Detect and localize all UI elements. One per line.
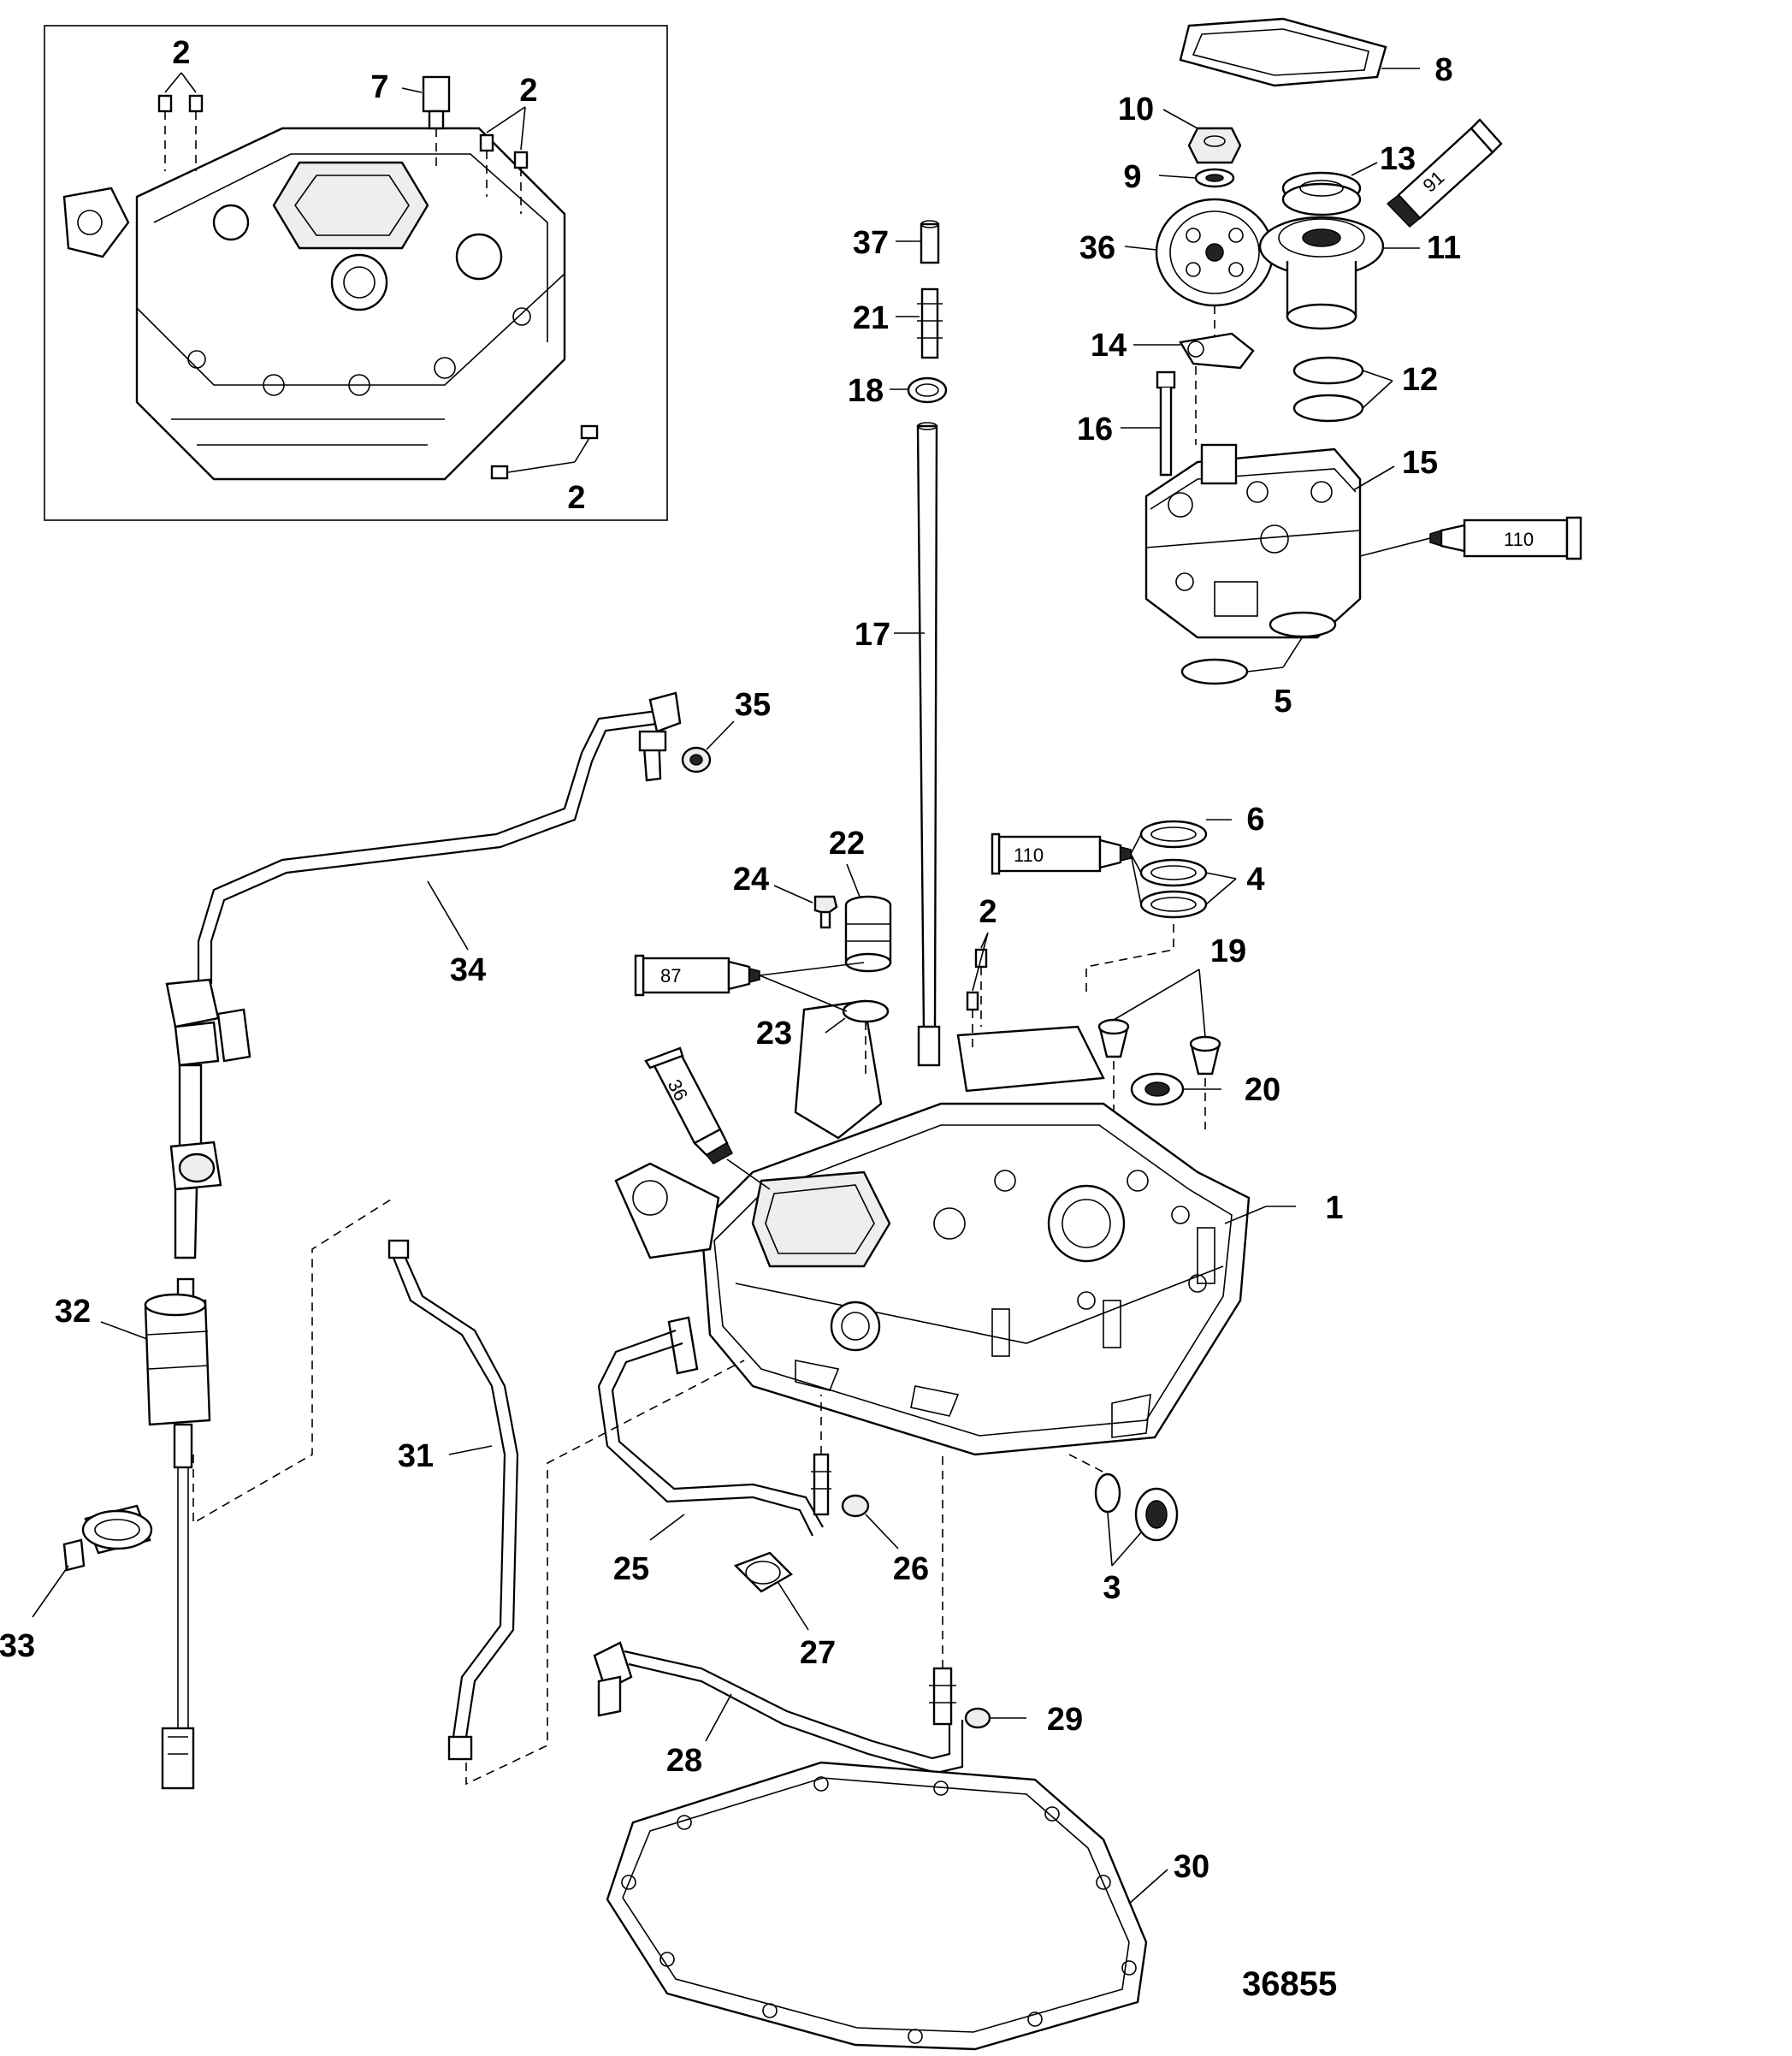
tube-110-pump-drawing: 110 <box>1429 516 1582 560</box>
callout-21: 21 <box>853 300 889 336</box>
callout-19: 19 <box>1210 933 1246 969</box>
callout-16: 16 <box>1077 412 1113 447</box>
callout-4: 4 <box>1246 862 1264 898</box>
tube-label-87: 87 <box>660 965 681 987</box>
dowels-2-center-drawing <box>966 948 988 1052</box>
callout-18: 18 <box>848 373 884 409</box>
callout-6: 6 <box>1246 802 1264 838</box>
seal-6-drawing <box>1139 820 1208 849</box>
inset-view <box>44 25 668 521</box>
o-ring-23-drawing <box>842 999 890 1023</box>
tube-label-110-seal: 110 <box>1014 844 1044 866</box>
housing-1-drawing <box>614 999 1251 1456</box>
fitting-21-drawing <box>917 287 943 359</box>
callout-2-center: 2 <box>979 894 997 930</box>
clamp-33-drawing <box>62 1504 153 1572</box>
callout-23: 23 <box>756 1016 792 1052</box>
callout-15: 15 <box>1402 445 1438 481</box>
callout-12: 12 <box>1402 362 1438 398</box>
hose-25-drawing <box>597 1316 824 1537</box>
bolt-24-drawing <box>813 895 838 929</box>
callout-13: 13 <box>1380 141 1416 177</box>
fuel-connector-drawing <box>165 978 251 1259</box>
hose-28-drawing <box>593 1641 964 1775</box>
callout-31: 31 <box>398 1438 434 1474</box>
callout-34: 34 <box>450 952 486 988</box>
callout-32: 32 <box>55 1294 91 1330</box>
sprocket-36-drawing <box>1155 198 1275 307</box>
callout-36: 36 <box>1079 230 1115 266</box>
callout-11: 11 <box>1427 230 1461 266</box>
grommets-19-drawing <box>1097 1018 1221 1075</box>
inset-dowel-pins <box>157 94 599 480</box>
callout-1: 1 <box>1325 1190 1343 1226</box>
tube-label-110-pump: 110 <box>1504 529 1534 550</box>
callout-24: 24 <box>733 862 769 898</box>
hose-31-drawing <box>387 1239 519 1761</box>
tube-36-drawing: 36 <box>644 1046 733 1164</box>
callout-9: 9 <box>1123 159 1141 195</box>
seals-4-drawing <box>1139 858 1208 919</box>
callout-20: 20 <box>1245 1072 1280 1108</box>
callout-2-inset-bottom: 2 <box>567 480 585 516</box>
tube-110-seal-drawing: 110 <box>991 832 1132 875</box>
figure-number: 36855 <box>1242 1965 1337 2003</box>
gasket-30-drawing <box>606 1761 1148 2051</box>
inset-frame <box>44 25 668 521</box>
fitting-35-drawing <box>681 746 712 773</box>
callout-7: 7 <box>370 69 388 105</box>
callout-37: 37 <box>853 225 889 261</box>
callout-29: 29 <box>1047 1702 1083 1738</box>
callout-3: 3 <box>1103 1570 1121 1606</box>
callout-26: 26 <box>893 1551 929 1587</box>
clip-27-drawing <box>733 1551 793 1593</box>
seal-13-drawing <box>1281 171 1362 216</box>
tube-87-drawing: 87 <box>634 954 760 997</box>
callout-8: 8 <box>1434 52 1452 88</box>
seal-3-drawing <box>1094 1472 1179 1542</box>
fitting-22-drawing <box>844 895 892 973</box>
callout-35: 35 <box>735 687 771 723</box>
seal-20-drawing <box>1130 1072 1185 1106</box>
nut-10-drawing <box>1187 127 1242 164</box>
tube-91-drawing: 91 <box>1386 118 1503 228</box>
washer-9-drawing <box>1194 168 1235 188</box>
belt-8-drawing <box>1179 17 1387 87</box>
fitting-26-drawing <box>811 1453 870 1518</box>
tube-17-drawing <box>916 422 941 1067</box>
callout-30: 30 <box>1174 1849 1209 1885</box>
o-rings-12-drawing <box>1292 356 1364 423</box>
fuel-pump-32-drawing <box>144 1277 211 1790</box>
inset-housing-drawing <box>62 127 566 481</box>
oil-pump-15-drawing <box>1144 443 1362 639</box>
callout-33: 33 <box>0 1628 35 1664</box>
callout-27: 27 <box>800 1635 836 1671</box>
callout-2-inset-left: 2 <box>172 35 190 71</box>
callout-17: 17 <box>855 617 890 653</box>
callout-25: 25 <box>613 1551 649 1587</box>
cap-29-drawing <box>964 1707 991 1729</box>
callout-14: 14 <box>1091 328 1127 364</box>
bolt-16-drawing <box>1156 370 1176 477</box>
clamp-18-drawing <box>907 376 948 404</box>
callout-2-inset-right: 2 <box>519 73 537 109</box>
fuel-line-34-drawing <box>197 691 682 984</box>
drive-gear-11-drawing <box>1258 216 1385 330</box>
callout-5: 5 <box>1274 684 1292 720</box>
fitting-37-drawing <box>920 220 940 264</box>
inset-fitting-7 <box>422 75 451 171</box>
callout-10: 10 <box>1118 92 1154 127</box>
callout-22: 22 <box>829 826 865 862</box>
lever-14-drawing <box>1179 332 1255 445</box>
callout-28: 28 <box>666 1743 702 1779</box>
